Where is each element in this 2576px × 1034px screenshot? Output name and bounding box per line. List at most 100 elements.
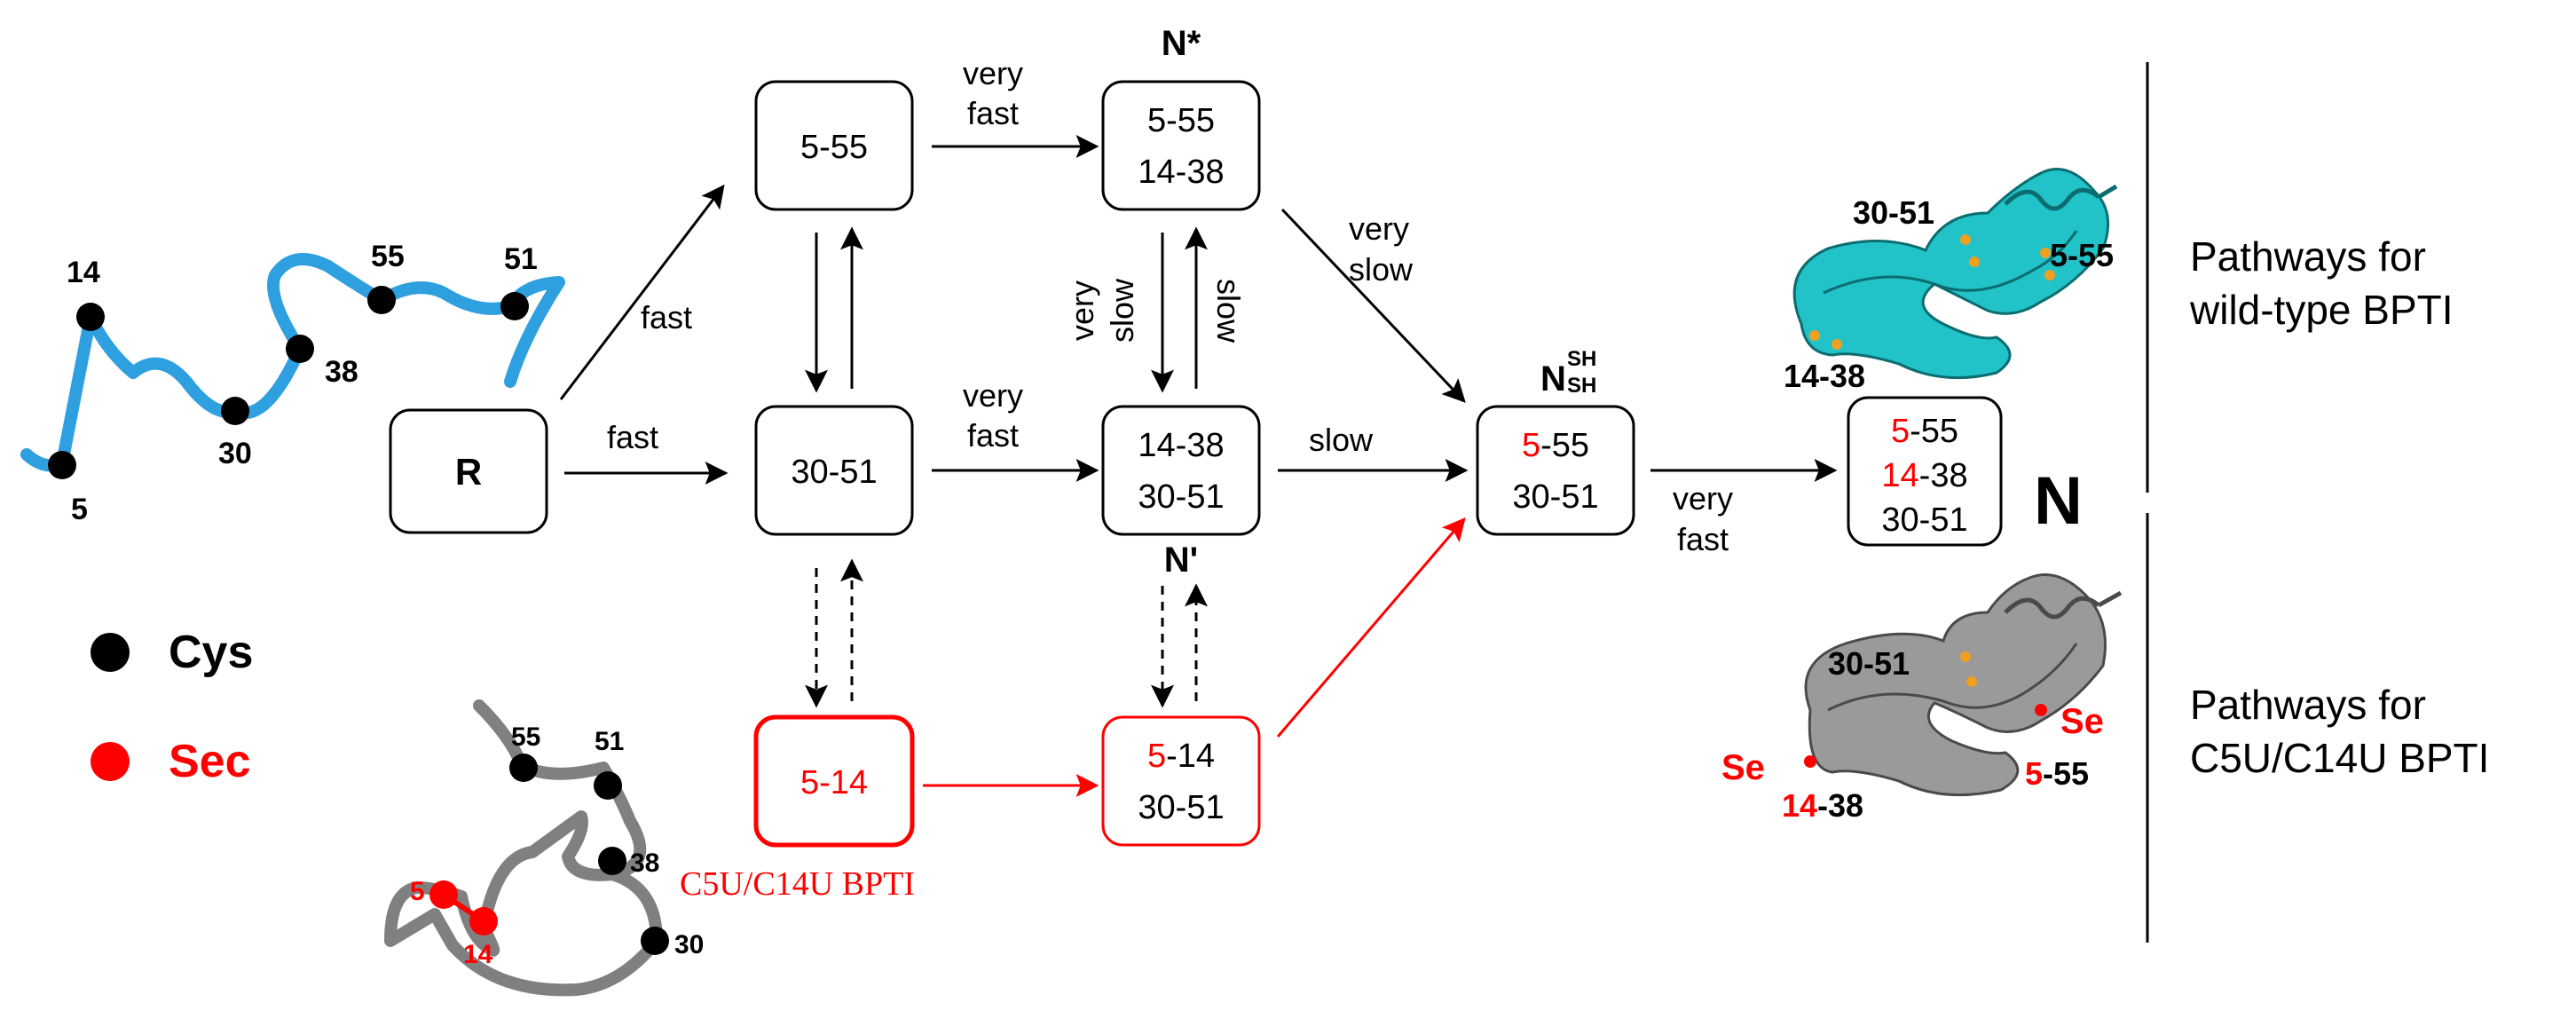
box-n-prime	[1101, 405, 1261, 536]
disulfide-atom	[2044, 270, 2055, 280]
sec-legend-label: Sec	[169, 736, 251, 787]
n-star-label: N*	[1162, 24, 1201, 63]
arrows	[559, 135, 1838, 797]
box-R-label: R	[455, 451, 482, 493]
mut-label-14-38: 14-38	[1782, 787, 1863, 824]
residue-label: 14	[463, 940, 493, 969]
edge-label-very: very	[1349, 210, 1409, 247]
cys-legend-label: Cys	[169, 627, 253, 678]
box-n-prime-line1: 14-38	[1138, 427, 1224, 464]
box-n-star	[1101, 80, 1261, 211]
residue-label: 30	[674, 930, 704, 959]
wt-label-5-55: 5-55	[2050, 237, 2114, 273]
n-sh-label: N	[1540, 359, 1566, 399]
pathway-wt-line1: Pathways for	[2190, 233, 2426, 280]
box-n-line3: 30-51	[1881, 501, 1967, 539]
teal-ribbon-helix	[2004, 184, 2118, 211]
residue-label: 5	[71, 493, 88, 526]
n-native-label: N	[2034, 463, 2083, 539]
edge-label-fast: fast	[607, 419, 658, 455]
residue-label: 38	[325, 355, 358, 389]
cys-legend-dot	[91, 633, 130, 672]
diselenide-atom	[1804, 755, 1816, 768]
n-sh-sub: SH	[1567, 374, 1596, 398]
box-sec-5-14-label: 5-14	[800, 764, 868, 801]
residue-label: 5	[410, 877, 425, 906]
cys-dot	[598, 847, 626, 875]
box-sec-5-14	[753, 714, 915, 848]
gray-ribbon-strand	[1827, 643, 2078, 712]
box-n-line2: 14-38	[1881, 457, 1967, 494]
box-n-sh-line2: 30-51	[1512, 478, 1598, 516]
edge-label-fast: fast	[967, 95, 1019, 131]
state-labels: N* N' N SH SH N	[1162, 24, 2083, 580]
residue-label: 38	[630, 849, 659, 878]
box-sec2-line2: 30-51	[1138, 789, 1224, 826]
box-30-51-label: 30-51	[791, 454, 877, 491]
cys-dot	[76, 303, 105, 331]
residue-label: 55	[511, 722, 540, 752]
wt-label-14-38: 14-38	[1784, 358, 1865, 394]
cys-dot	[367, 286, 396, 314]
box-5-55-label: 5-55	[800, 129, 868, 166]
box-n-sh	[1476, 405, 1635, 536]
disulfide-atom	[1966, 676, 1977, 687]
box-n-line1: 5-55	[1891, 413, 1958, 450]
edge-labels: fast fast very fast very fast very slow …	[607, 55, 1733, 557]
legend: Cys Sec	[91, 627, 253, 787]
residue-label: 51	[595, 727, 624, 756]
pathway-mut-line1: Pathways for	[2190, 682, 2426, 728]
box-n-star-line1: 5-55	[1147, 102, 1215, 139]
edge-label-very: very	[963, 377, 1023, 414]
edge-label-slow: slow	[1349, 251, 1414, 288]
mut-label-5-55: 5-55	[2025, 755, 2089, 792]
edge-label-very: very	[963, 55, 1023, 91]
box-n-prime-line2: 30-51	[1138, 478, 1224, 516]
edge-label-fast: fast	[641, 299, 692, 335]
cys-dot	[594, 771, 622, 800]
n-sh-sup: SH	[1567, 347, 1596, 371]
edge-label-very-vertical: very	[1064, 280, 1100, 341]
edge-label-fast: fast	[1677, 521, 1729, 557]
sec-legend-dot	[91, 742, 130, 781]
wt-label-30-51: 30-51	[1853, 194, 1934, 231]
arrow-nstar-to-nsh	[1280, 208, 1466, 403]
teal-ribbon	[1792, 168, 2110, 380]
gray-ribbon-helix	[2004, 590, 2123, 620]
diselenide-atom	[2035, 704, 2047, 716]
box-R	[389, 408, 548, 534]
cys-dot	[221, 397, 249, 425]
disulfide-atom	[2040, 248, 2051, 258]
sec-dot	[429, 880, 458, 909]
residue-label: 14	[67, 256, 100, 289]
pathway-mut-line2: C5U/C14U BPTI	[2190, 735, 2489, 781]
teal-ribbon-strand	[1823, 230, 2078, 295]
box-sec2-line1: 5-14	[1147, 738, 1215, 775]
edge-label-slow-vertical: slow	[1104, 278, 1140, 343]
cys-dot	[641, 927, 669, 955]
sec-dot	[469, 907, 498, 935]
cys-dot	[48, 451, 76, 479]
pathway-wt-line2: wild-type BPTI	[2189, 287, 2454, 333]
disulfide-atom	[1969, 257, 1980, 267]
disulfide-atom	[1960, 234, 1971, 245]
mutant-name: C5U/C14U BPTI	[680, 865, 915, 903]
pathway-panel: Pathways for wild-type BPTI Pathways for…	[2146, 62, 2489, 943]
box-n-star-line2: 14-38	[1138, 154, 1224, 191]
n-prime-label: N'	[1164, 541, 1198, 580]
box-n-sh-line1: 5-55	[1522, 427, 1589, 464]
edge-label-slow: slow	[1309, 422, 1374, 458]
residue-label: 30	[218, 437, 252, 470]
edge-label-fast: fast	[967, 417, 1019, 454]
box-5-55	[754, 80, 914, 211]
wild-type-chain: 14 55 51 38 30 5	[20, 240, 565, 526]
mut-label-30-51: 30-51	[1828, 645, 1910, 682]
disulfide-atom	[1832, 339, 1842, 350]
gray-ribbon	[1804, 573, 2107, 797]
cys-dot	[509, 754, 538, 782]
box-30-51	[754, 405, 914, 536]
residue-label: 55	[371, 240, 405, 273]
state-boxes: R 5-55 30-51 5-55 14-38 14-38 30-51 5-55…	[389, 80, 2003, 848]
box-sec-5-14-30-51	[1101, 715, 1261, 847]
